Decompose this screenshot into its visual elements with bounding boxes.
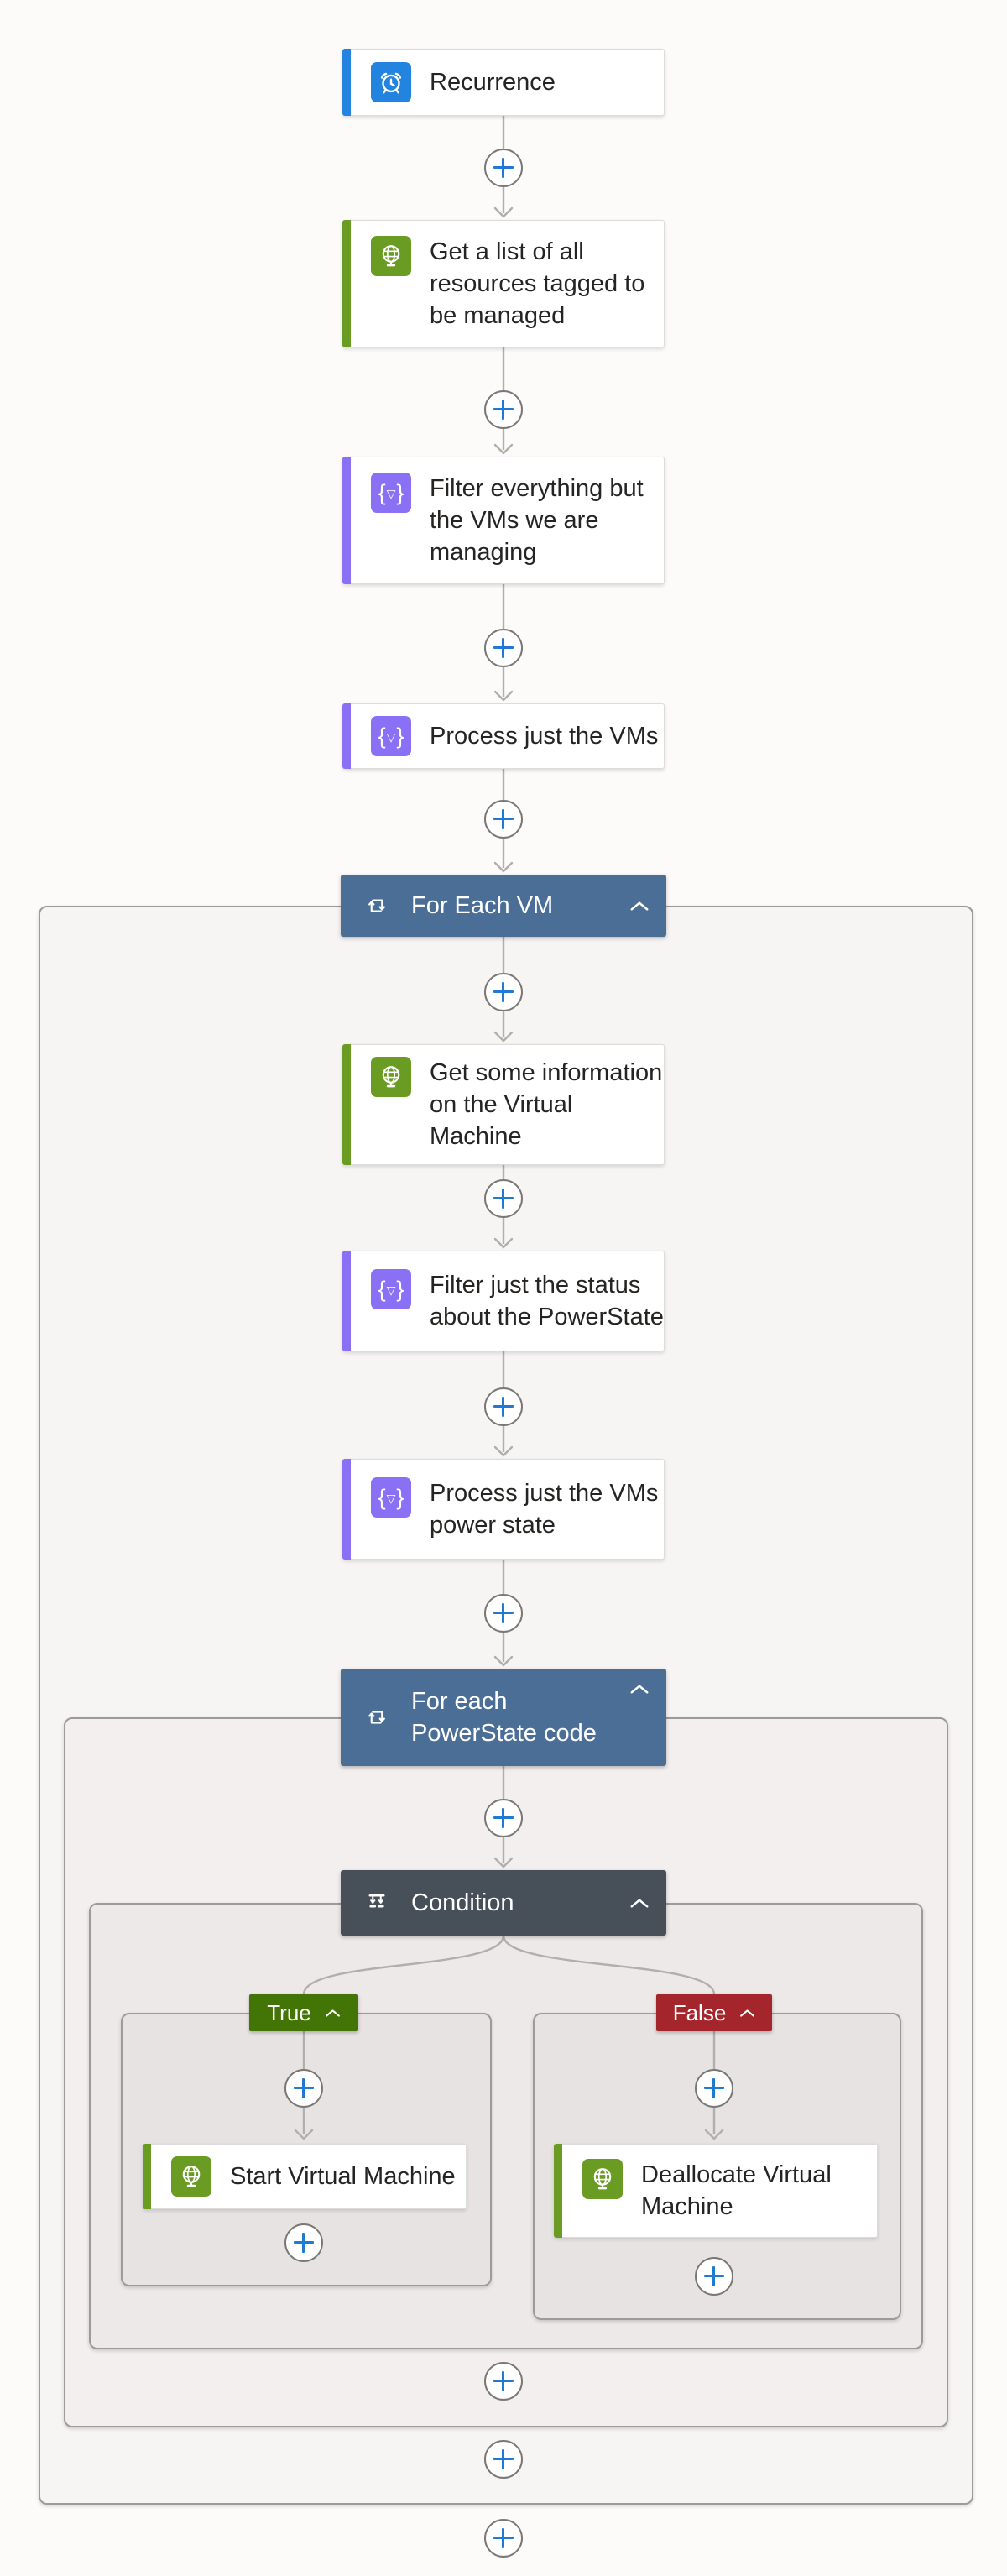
accent-bar <box>342 1044 351 1165</box>
accent-bar <box>342 220 351 347</box>
insert-step-button[interactable] <box>484 973 523 1011</box>
insert-step-button[interactable] <box>484 629 523 667</box>
query-filter-icon: {▽} <box>371 716 411 756</box>
loop-icon <box>364 893 389 918</box>
action-card-get-resources[interactable]: Get a list of all resources tagged to be… <box>342 220 665 347</box>
insert-step-button[interactable] <box>284 2223 323 2262</box>
action-title: Filter just the status about the PowerSt… <box>430 1272 664 1330</box>
scope-title: For each PowerState code <box>411 1688 597 1747</box>
trigger-card-recurrence[interactable]: Recurrence <box>342 49 665 116</box>
branch-label: True <box>267 1999 311 2025</box>
chevron-up-icon[interactable] <box>629 1684 650 1695</box>
insert-step-button[interactable] <box>484 2440 523 2479</box>
action-title: Filter everything but the VMs we are man… <box>430 475 644 566</box>
action-title: Start Virtual Machine <box>230 2163 456 2190</box>
condition-scope-header[interactable]: Condition <box>341 1870 666 1936</box>
action-title: Process just the VMs <box>430 723 659 750</box>
true-branch-badge[interactable]: True <box>249 1994 358 2031</box>
accent-bar <box>342 49 351 116</box>
insert-step-button[interactable] <box>484 149 523 187</box>
insert-step-button[interactable] <box>484 1799 523 1837</box>
action-card-process-vms[interactable]: {▽} Process just the VMs <box>342 703 665 769</box>
query-filter-icon: {▽} <box>371 1269 411 1309</box>
chevron-up-icon[interactable] <box>629 901 650 912</box>
query-filter-icon: {▽} <box>371 473 411 513</box>
foreach-vm-scope-header[interactable]: For Each VM <box>341 875 666 937</box>
http-globe-icon <box>171 2156 211 2197</box>
insert-step-button[interactable] <box>484 1179 523 1218</box>
action-card-filter-powerstate[interactable]: {▽} Filter just the status about the Pow… <box>342 1251 665 1351</box>
accent-bar <box>143 2144 151 2209</box>
insert-step-button[interactable] <box>484 2362 523 2401</box>
insert-step-button[interactable] <box>484 1594 523 1633</box>
insert-step-button[interactable] <box>284 2069 323 2108</box>
action-card-start-vm[interactable]: Start Virtual Machine <box>143 2144 467 2209</box>
accent-bar <box>342 457 351 584</box>
action-card-process-powerstate[interactable]: {▽} Process just the VMs power state <box>342 1459 665 1560</box>
accent-bar <box>342 1459 351 1560</box>
condition-branch-icon <box>364 1890 389 1915</box>
query-filter-icon: {▽} <box>371 1477 411 1518</box>
chevron-up-icon[interactable] <box>325 2009 341 2018</box>
accent-bar <box>342 1251 351 1351</box>
action-title: Get a list of all resources tagged to be… <box>430 238 645 329</box>
foreach-powerstate-scope-header[interactable]: For each PowerState code <box>341 1669 666 1766</box>
action-title: Process just the VMs power state <box>430 1480 659 1539</box>
http-globe-icon <box>371 1057 411 1097</box>
http-globe-icon <box>371 236 411 276</box>
chevron-up-icon[interactable] <box>739 2009 755 2018</box>
accent-bar <box>342 703 351 769</box>
insert-step-button[interactable] <box>484 1387 523 1426</box>
action-title: Deallocate Virtual Machine <box>641 2161 832 2220</box>
action-card-filter-vms[interactable]: {▽} Filter everything but the VMs we are… <box>342 457 665 584</box>
insert-step-button[interactable] <box>695 2069 733 2108</box>
scope-title: For Each VM <box>411 892 554 919</box>
action-card-get-vm-info[interactable]: Get some information on the Virtual Mach… <box>342 1044 665 1165</box>
insert-step-button[interactable] <box>484 390 523 429</box>
alarm-clock-icon <box>371 62 411 102</box>
insert-step-button[interactable] <box>695 2257 733 2296</box>
action-card-deallocate-vm[interactable]: Deallocate Virtual Machine <box>554 2144 878 2238</box>
false-branch-badge[interactable]: False <box>656 1994 772 2031</box>
branch-label: False <box>672 1999 727 2025</box>
insert-step-button[interactable] <box>484 2519 523 2558</box>
scope-title: Condition <box>411 1889 514 1916</box>
chevron-up-icon[interactable] <box>629 1898 650 1909</box>
insert-step-button[interactable] <box>484 800 523 839</box>
loop-icon <box>364 1705 389 1730</box>
trigger-title: Recurrence <box>430 69 556 96</box>
http-globe-icon <box>582 2159 623 2199</box>
accent-bar <box>554 2144 562 2238</box>
action-title: Get some information on the Virtual Mach… <box>430 1059 663 1150</box>
